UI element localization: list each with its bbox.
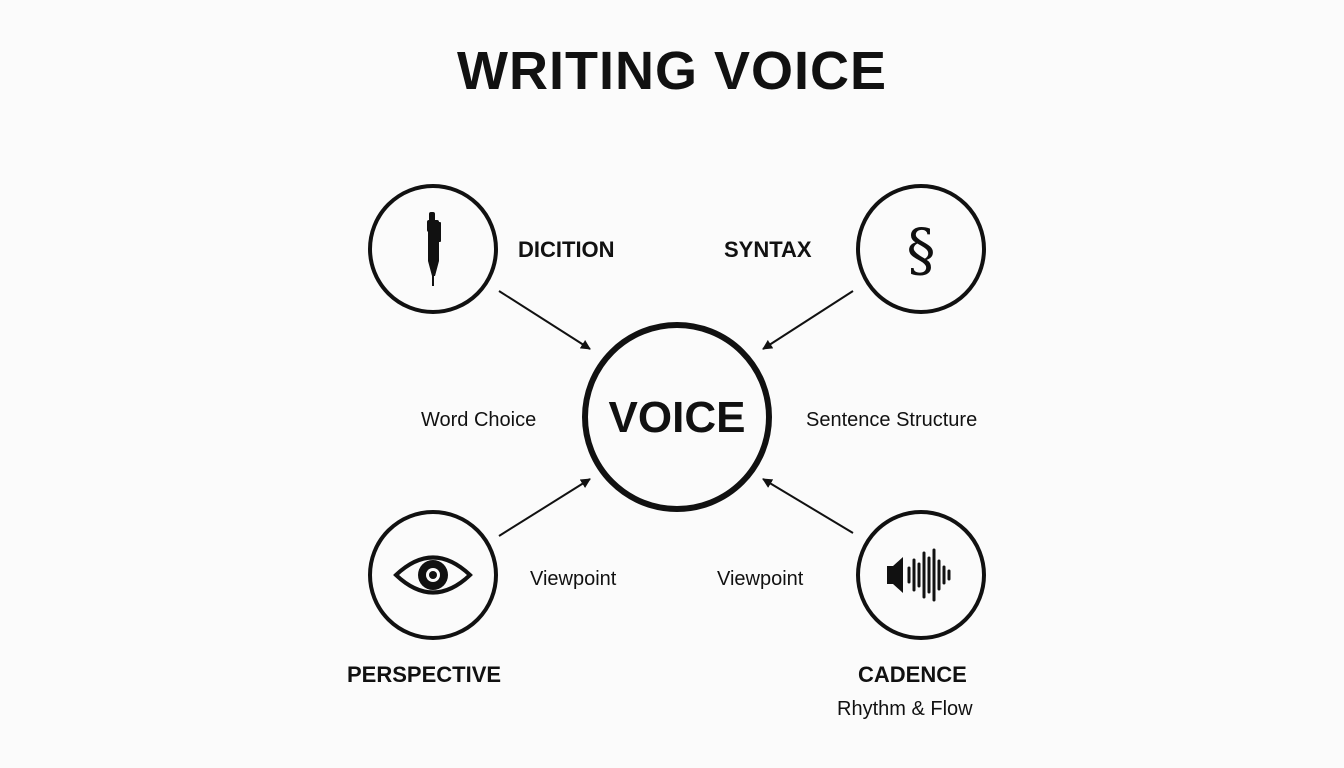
center-label: VOICE bbox=[608, 393, 746, 442]
cadence-arrow bbox=[762, 478, 854, 534]
diction-description: Word Choice bbox=[421, 409, 537, 431]
eye-icon bbox=[393, 555, 473, 595]
perspective-arrow bbox=[498, 478, 591, 537]
cadence-circle bbox=[856, 510, 986, 640]
cadence-description: Viewpoint bbox=[717, 568, 804, 590]
perspective-description: Viewpoint bbox=[530, 568, 617, 590]
perspective-title: PERSPECTIVE bbox=[347, 662, 502, 687]
syntax-description: Sentence Structure bbox=[806, 409, 978, 431]
perspective-circle bbox=[368, 510, 498, 640]
center-circle bbox=[582, 322, 772, 512]
sound-wave-icon bbox=[887, 548, 951, 602]
syntax-circle bbox=[856, 184, 986, 314]
diction-title: DICITION bbox=[518, 237, 615, 262]
syntax-title: SYNTAX bbox=[724, 237, 812, 262]
pen-icon bbox=[427, 212, 441, 286]
diction-circle bbox=[368, 184, 498, 314]
cadence-title: CADENCE bbox=[858, 662, 967, 687]
diction-arrow bbox=[498, 290, 591, 350]
cadence-subtitle: Rhythm & Flow bbox=[837, 698, 973, 720]
syntax-arrow bbox=[762, 290, 854, 350]
page-title: WRITING VOICE bbox=[457, 41, 887, 101]
section-sign-icon: § bbox=[907, 216, 936, 284]
